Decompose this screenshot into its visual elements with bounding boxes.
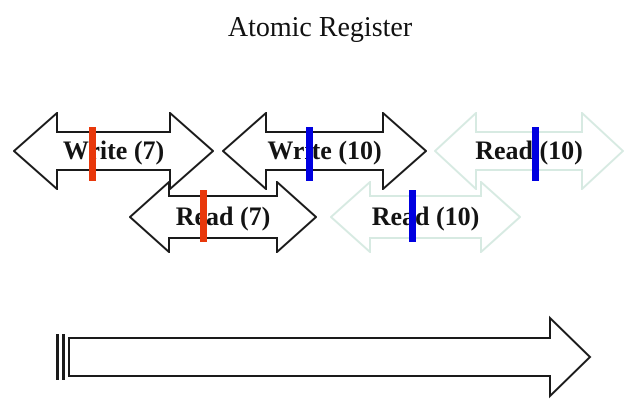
timeline-start-bar (62, 334, 65, 380)
double-arrow-icon (129, 181, 317, 253)
diagram-title: Atomic Register (227, 12, 413, 43)
double-arrow-icon (222, 112, 427, 190)
operation-write-10: Write (10) (222, 112, 427, 190)
double-arrow-icon (330, 181, 521, 253)
linearization-point-marker-blue (306, 127, 313, 181)
operation-label: Read (10) (371, 202, 480, 231)
operation-read-10-bottom: Read (10) (330, 181, 521, 253)
double-arrow-icon (434, 112, 624, 190)
timeline-start-bar (56, 334, 59, 380)
operation-label: Read (10) (475, 136, 583, 165)
operation-label: Read (7) (175, 202, 271, 231)
double-arrow-icon (13, 112, 214, 190)
time-axis (54, 314, 594, 400)
timeline-arrow-icon (56, 315, 592, 399)
linearization-point-marker-red (89, 127, 96, 181)
operation-label: Write (7) (62, 136, 165, 165)
operation-write-7: Write (7) (13, 112, 214, 190)
operation-read-10-top: Read (10) (434, 112, 624, 190)
operation-read-7: Read (7) (129, 181, 317, 253)
linearization-point-marker-red (200, 190, 207, 242)
linearization-point-marker-blue (409, 190, 416, 242)
linearization-point-marker-blue (532, 127, 539, 181)
operation-label: Write (10) (267, 136, 382, 165)
